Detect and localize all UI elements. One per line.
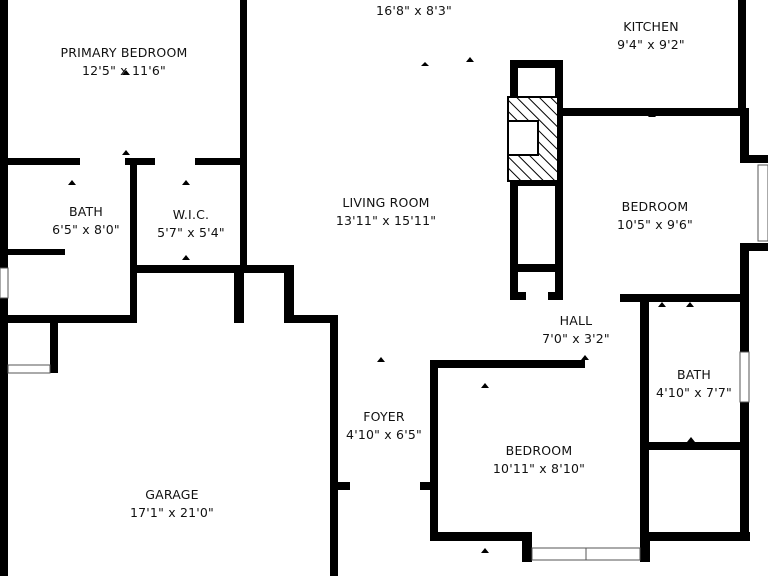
wall-bath-bottom [0,315,137,323]
room-bath-primary-dim: 6'5" x 8'0" [52,222,120,237]
room-bath-primary-name: BATH [68,204,103,219]
room-foyer-dim: 4'10" x 6'5" [346,427,422,442]
room-bedroom-east-name: BEDROOM [621,199,689,214]
wall-bedroom-south-bottom-left [430,532,530,541]
room-kitchen: KITCHEN 9'4" x 9'2" [617,18,685,54]
room-wic-name: W.I.C. [172,207,210,222]
window-bedroom-east [757,164,768,242]
room-hall-name: HALL [559,313,593,328]
wall-bedroom-south-top [430,360,585,368]
wall-chimney-bottom [510,292,526,300]
room-bedroom-east: BEDROOM 10'5" x 9'6" [617,198,693,234]
room-dining-dim: 16'8" x 8'3" [376,3,452,18]
room-wic-dim: 5'7" x 5'4" [157,225,225,240]
room-bedroom-south-name: BEDROOM [505,443,573,458]
room-hall-dim: 7'0" x 3'2" [542,331,610,346]
window-bath-east [739,351,750,403]
wall-chimney-lower [510,264,563,272]
room-garage-dim: 17'1" x 21'0" [129,505,215,520]
room-bedroom-east-dim: 10'5" x 9'6" [617,217,693,232]
wall-bedroom-bath [640,300,649,540]
room-kitchen-name: KITCHEN [623,19,679,34]
wall-right-jog-lower [740,243,768,251]
wall-primary-living [240,0,247,268]
room-wic: W.I.C. 5'7" x 5'4" [157,206,225,242]
room-living-name: LIVING ROOM [342,195,430,210]
wall-garage-top-right [284,315,338,323]
fireplace-inner [507,120,539,156]
wall-right-jog [740,155,768,163]
wall-garage-pillar-right [284,265,294,323]
wall-kitchen-right [738,0,746,116]
wall-garage-stub [50,315,58,373]
wall-bedroom-south-bottom-right [640,532,750,541]
wall-bath-east-bottom [640,442,748,450]
room-bedroom-south-dim: 10'11" x 8'10" [492,461,586,476]
wall-wic-bottom [130,265,292,273]
window-bath-left [0,267,9,299]
wall-bedroom-south-stub-l [522,532,532,562]
windows [0,164,768,561]
wall-bath-wic [130,158,137,273]
room-primary-bedroom-name: PRIMARY BEDROOM [60,45,188,60]
room-dining: 16'8" x 8'3" [376,2,452,20]
wall-chimney-bottom-r [548,292,563,300]
room-bath-primary: BATH 6'5" x 8'0" [52,203,120,239]
room-living-dim: 13'11" x 15'11" [335,213,437,228]
room-bath-east: BATH 4'10" x 7'7" [656,366,732,402]
wall-garage-pillar-left [234,265,244,323]
window-garage-left [7,364,51,374]
room-bath-east-name: BATH [676,367,711,382]
wall-primary-bottom-3 [195,158,247,165]
wall-foyer-bedroom [430,360,438,540]
wall-garage-foyer [330,315,338,576]
room-foyer-name: FOYER [363,409,405,424]
room-garage-name: GARAGE [145,487,199,502]
wall-foyer-bottom-left [330,482,350,490]
room-bedroom-south: BEDROOM 10'11" x 8'10" [493,442,585,478]
room-hall: HALL 7'0" x 3'2" [542,312,610,348]
wall-bedroom-east-top [560,108,748,116]
wall-right-exterior-upper [740,108,749,163]
wall-foyer-bottom-right [420,482,438,490]
room-foyer: FOYER 4'10" x 6'5" [346,408,422,444]
room-garage: GARAGE 17'1" x 21'0" [130,486,214,522]
wall-chimney-top [510,60,563,68]
room-primary-bedroom-dim: 12'5" x 11'6" [81,63,167,78]
wall-bath-stub [8,249,65,255]
room-primary-bedroom: PRIMARY BEDROOM 12'5" x 11'6" [61,44,188,80]
room-bath-east-dim: 4'10" x 7'7" [656,385,732,400]
room-living: LIVING ROOM 13'11" x 15'11" [336,194,436,230]
wall-bedroom-south-stub-r [640,532,650,562]
wall-bedroom-east-bottom [620,294,748,302]
room-kitchen-dim: 9'4" x 9'2" [617,37,685,52]
wall-garage-inner-left [130,265,137,323]
wall-primary-bottom-2 [125,158,155,165]
dimension-ticks [68,57,695,553]
wall-primary-bottom [0,158,80,165]
